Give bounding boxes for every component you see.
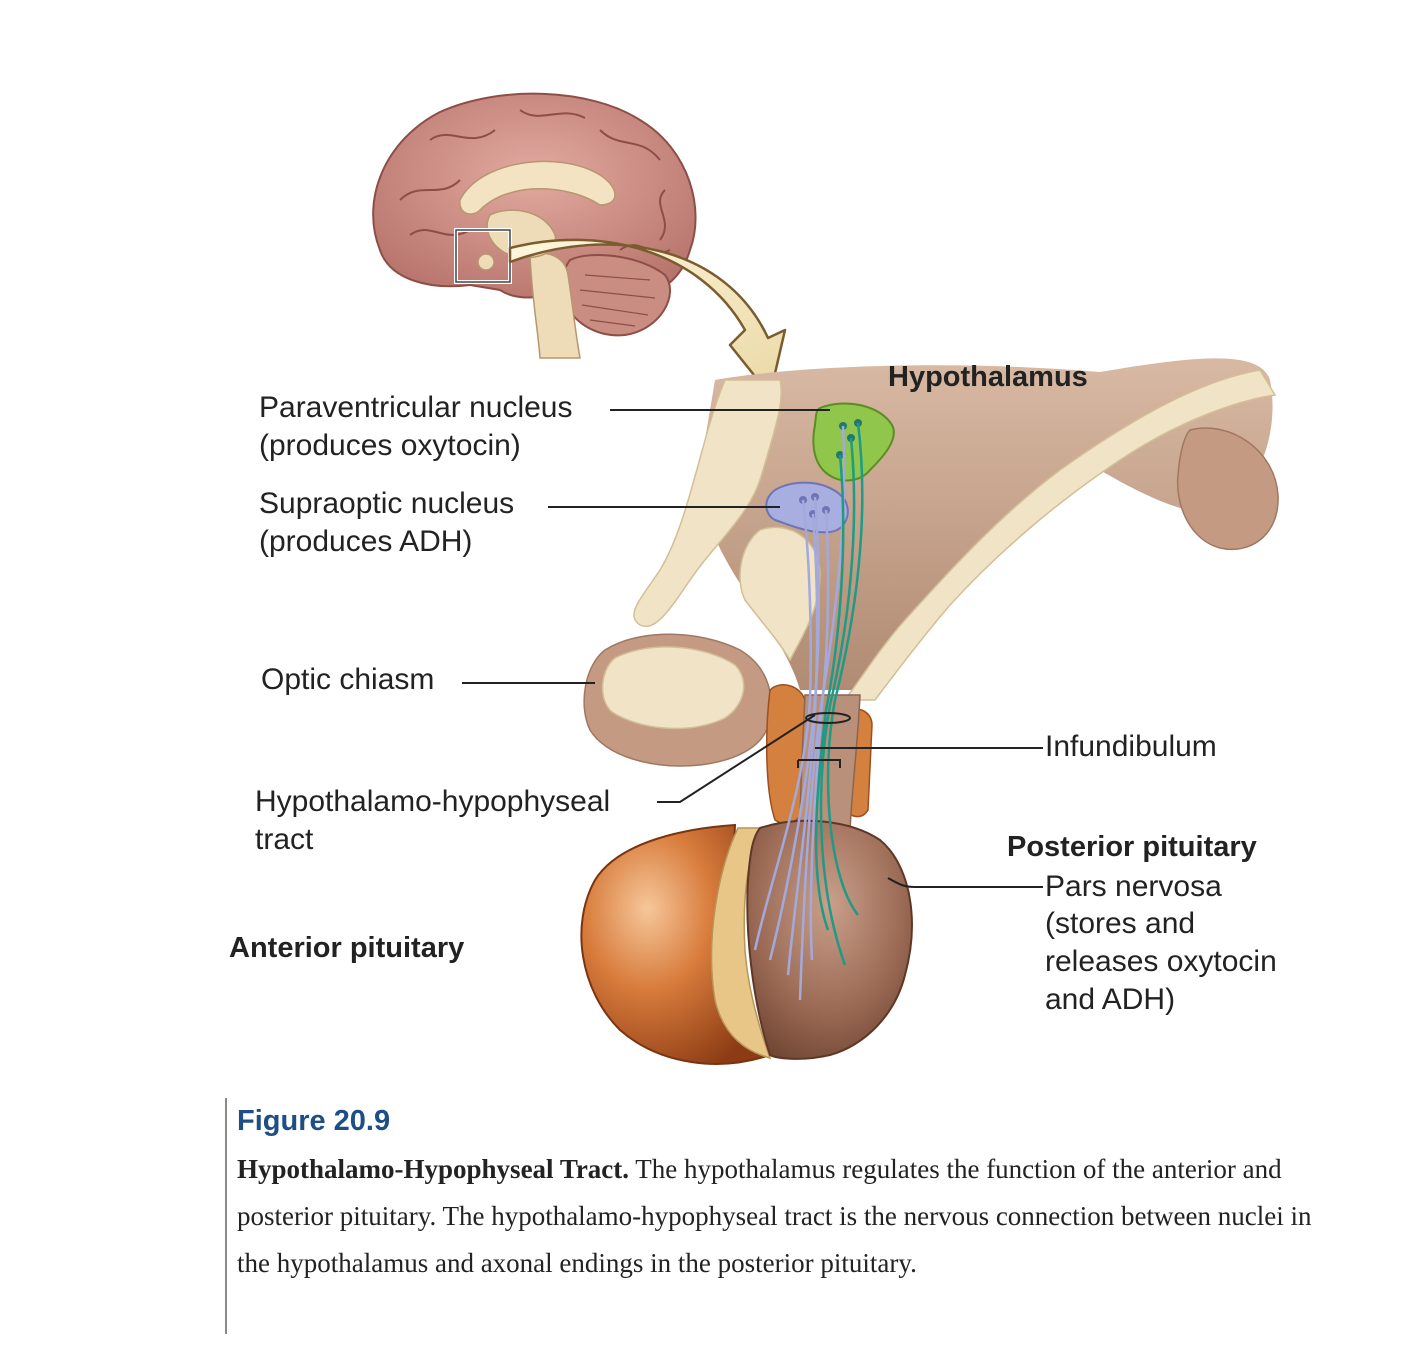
- posterior-pituitary-shape: [746, 819, 913, 1060]
- infundibulum-label: Infundibulum: [1045, 730, 1217, 763]
- cerebrum-shape: [372, 92, 697, 300]
- tract-marker-ring: [805, 712, 851, 724]
- pars-nervosa-label-line2: (stores and: [1045, 907, 1195, 940]
- mammillary-body: [1176, 427, 1279, 550]
- supraoptic-label-line1: Supraoptic nucleus: [259, 487, 514, 520]
- brain-sagittal-illustration: [372, 92, 697, 359]
- pars-nervosa-label-line3: releases oxytocin: [1045, 945, 1277, 978]
- pars-nervosa-label-line1: Pars nervosa: [1045, 870, 1222, 903]
- posterior-pituitary-label: Posterior pituitary: [1007, 831, 1257, 863]
- hypothalamo-hypophyseal-tract-axons: [753, 422, 864, 1001]
- leader-lines: [462, 409, 1043, 888]
- cerebellum-folia: [579, 274, 656, 327]
- hypothalamus-region: [583, 358, 1279, 767]
- optic-chiasm-label: Optic chiasm: [261, 663, 434, 696]
- caption-text: Hypothalamo-Hypophyseal Tract. The hypot…: [237, 1146, 1315, 1287]
- caption-title: Hypothalamo-Hypophyseal Tract.: [237, 1154, 630, 1184]
- caption-body: The hypothalamus regulates the function …: [237, 1154, 1312, 1278]
- tract-label-line2: tract: [255, 823, 314, 856]
- pars-nervosa-label-line4: and ADH): [1045, 983, 1175, 1016]
- supraoptic-label-line2: (produces ADH): [259, 525, 472, 558]
- hypothalamo-hypophyseal-diagram: Hypothalamus Paraventricular nucleus (pr…: [229, 92, 1279, 1065]
- figure-caption: Figure 20.9 Hypothalamo-Hypophyseal Trac…: [225, 1098, 1315, 1334]
- tract-label-line1: Hypothalamo-hypophyseal: [255, 785, 610, 818]
- anterior-pituitary-label: Anterior pituitary: [229, 932, 464, 964]
- pars-intermedia: [710, 827, 772, 1060]
- hypothalamus-label: Hypothalamus: [888, 361, 1088, 393]
- infundibulum-bracket: [797, 747, 845, 768]
- paraventricular-label-line1: Paraventricular nucleus: [259, 391, 573, 424]
- zoom-arrow: [508, 238, 787, 397]
- brain-gyri: [399, 109, 671, 254]
- optic-recess: [739, 526, 821, 662]
- corpus-callosum: [459, 160, 616, 215]
- figure-number: Figure 20.9: [237, 1105, 391, 1137]
- paraventricular-nucleus-shape: [812, 402, 895, 482]
- brainstem: [529, 252, 581, 359]
- third-ventricle-wall: [633, 379, 783, 628]
- paraventricular-label-line2: (produces oxytocin): [259, 429, 521, 462]
- optic-chiasm-cut-face: [601, 646, 745, 730]
